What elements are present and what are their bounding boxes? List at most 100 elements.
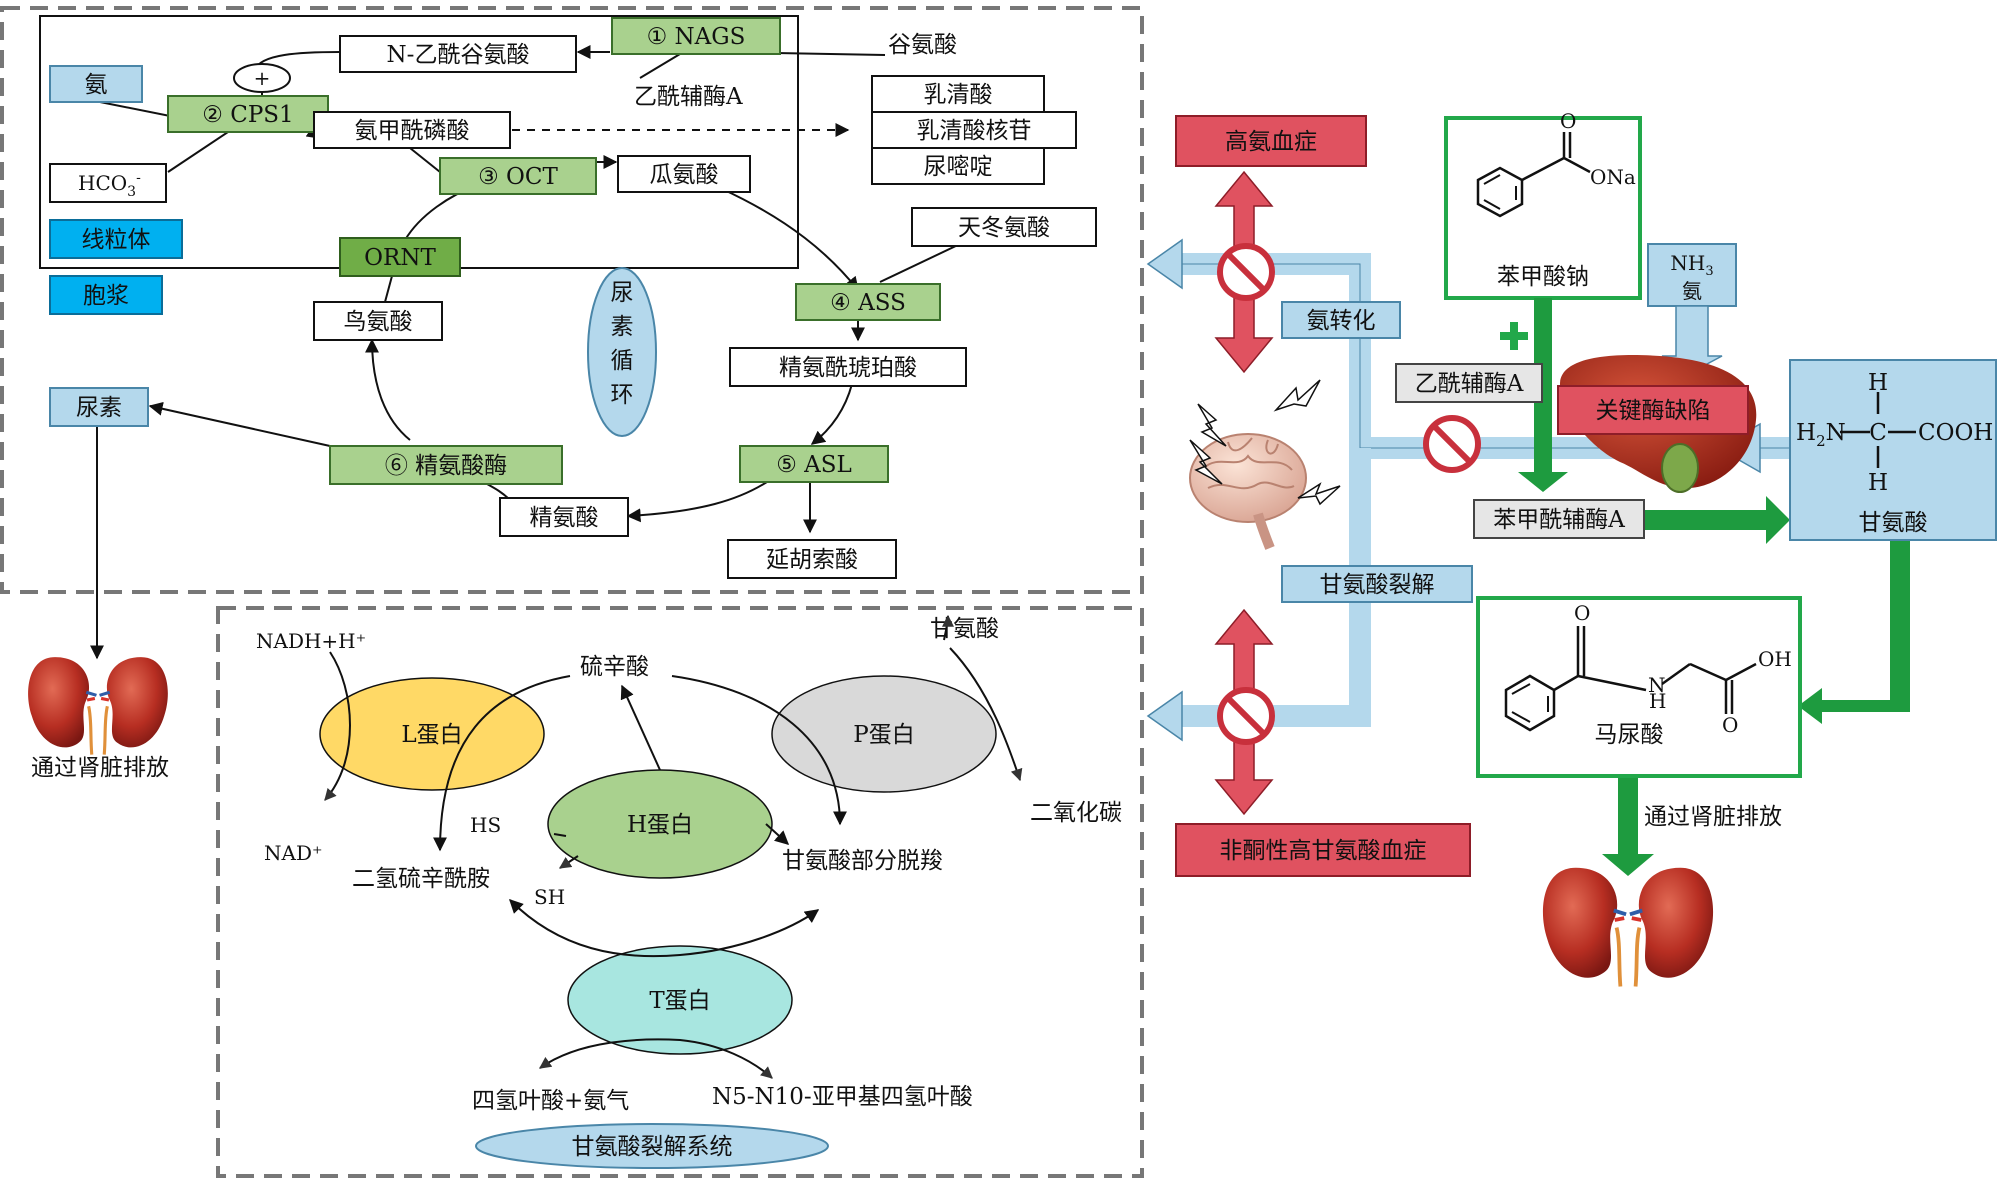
n-acetylglutamate-box: N-乙酰谷氨酸 — [339, 35, 577, 73]
hippuric-acid-frame — [1476, 596, 1802, 778]
urea-box: 尿素 — [49, 387, 149, 427]
aspartate-ass-line — [879, 243, 961, 283]
nadh-label: NADH+H⁺ — [256, 629, 366, 653]
h-sh-arrow — [559, 855, 579, 869]
p-protein-label: P蛋白 — [853, 722, 914, 748]
argininosuccinate-label: 精氨酰琥珀酸 — [779, 355, 917, 381]
t-cycle-arc — [509, 899, 820, 958]
benzoate-ona-label: ONa — [1590, 165, 1636, 189]
hippuric-o2: O — [1722, 713, 1738, 737]
kidney-icon — [26, 655, 170, 757]
lipoic-label: 硫辛酸 — [580, 654, 649, 680]
arginase-ornithine-arc — [365, 338, 411, 441]
fumarate-box: 延胡索酸 — [727, 539, 897, 579]
p-co2-arc — [949, 647, 1023, 782]
enzyme-arginase: ⑥ 精氨酸酶 — [329, 445, 563, 485]
gcs-glycine-label: 甘氨酸 — [930, 616, 999, 642]
hippuric-o1: O — [1574, 601, 1590, 625]
key-enzyme-defect-box: 关键酶缺陷 — [1557, 385, 1749, 435]
benzoyl-coa-box: 苯甲酰辅酶A — [1473, 499, 1645, 539]
svg-text:环: 环 — [611, 382, 634, 408]
enzyme-cps1: ② CPS1 — [167, 95, 329, 133]
mitochondria-tag: 线粒体 — [49, 219, 183, 259]
h-hs-line — [553, 833, 567, 837]
as-asl-arc — [810, 383, 853, 445]
orotic-acid-label: 乳清酸 — [924, 82, 993, 108]
gcs-title-ellipse — [475, 1123, 829, 1169]
urea-label: 尿素 — [76, 395, 122, 421]
nh3-label: NH3 — [1670, 251, 1713, 279]
hippuric-structure — [1504, 626, 1757, 732]
nh3-box: NH3 氨 — [1647, 243, 1737, 307]
lipoic-p-arc — [671, 675, 847, 826]
h-lipoic-arrow — [620, 684, 661, 771]
carbamoyl-phosphate-label: 氨甲酰磷酸 — [355, 118, 470, 144]
h-glyc-partial-arrow — [765, 823, 790, 845]
glycine-in-arrow — [941, 614, 954, 641]
nad-arc — [324, 651, 351, 801]
hs-label: HS — [470, 813, 501, 837]
hippuric-oh: OH — [1758, 647, 1792, 671]
cps1-label: ② CPS1 — [202, 102, 293, 128]
block-icon-acetylcoa — [1423, 415, 1481, 473]
nh3-cn-label: 氨 — [1682, 279, 1702, 303]
enzyme-asl: ⑤ ASL — [739, 445, 889, 483]
glycine-c: C — [1869, 420, 1887, 446]
ammonia-box: 氨 — [49, 65, 143, 103]
right-acetyl-coa-label: 乙酰辅酶A — [1415, 371, 1524, 397]
ammonia-pipe-arrowhead — [1146, 238, 1183, 290]
acetylcoa-nags-line — [639, 53, 681, 79]
block-icon-glycine — [1217, 687, 1275, 745]
mitochondria-label: 线粒体 — [82, 227, 151, 253]
lightning-icons — [1189, 379, 1341, 506]
hippuric-n: N — [1648, 673, 1666, 697]
glycine-cleavage-label: 甘氨酸裂解 — [1320, 572, 1435, 598]
plus-sign: + — [254, 66, 271, 90]
citrulline-label: 瓜氨酸 — [650, 162, 719, 188]
nkh-label: 非酮性高甘氨酸血症 — [1220, 838, 1427, 864]
brain-icon — [1189, 433, 1307, 550]
hippuric-h: H — [1649, 689, 1666, 713]
benzoate-structure — [1476, 132, 1591, 218]
ass-label: ④ ASS — [830, 290, 906, 316]
ornithine-ornt-line — [384, 275, 393, 303]
svg-text:循: 循 — [611, 348, 634, 374]
plus-activator: + — [233, 63, 291, 93]
acetyl-coa-label: 乙酰辅酶A — [634, 84, 743, 110]
green-plus-icon — [1500, 322, 1528, 350]
gcs-title: 甘氨酸裂解系统 — [572, 1134, 733, 1160]
benzoate-o-label: O — [1560, 109, 1576, 133]
right-glycine-label: 甘氨酸 — [1859, 510, 1928, 536]
gcs-frame — [216, 606, 1144, 1178]
glycine-hippuric-arrow — [1798, 540, 1910, 724]
urea-cycle-frame — [0, 6, 1144, 594]
glutamate-label: 谷氨酸 — [888, 32, 957, 58]
glycine-h-bottom: H — [1868, 470, 1888, 496]
arginine-box: 精氨酸 — [499, 497, 629, 537]
aspartate-label: 天冬氨酸 — [958, 215, 1050, 241]
hippuric-acid-label: 马尿酸 — [1595, 722, 1664, 748]
fumarate-label: 延胡索酸 — [766, 547, 858, 573]
arginase-label: ⑥ 精氨酸酶 — [385, 453, 507, 479]
dihydrolipo-label: 二氢硫辛酰胺 — [352, 866, 490, 892]
oct-label: ③ OCT — [478, 164, 558, 190]
left-kidney-caption: 通过肾脏排放 — [31, 755, 169, 781]
enzyme-oct: ③ OCT — [439, 157, 597, 195]
key-enzyme-defect-label: 关键酶缺陷 — [1596, 398, 1711, 424]
ammonia-conversion-label: 氨转化 — [1307, 308, 1376, 334]
glycine-cleavage-box: 甘氨酸裂解 — [1281, 565, 1473, 603]
ammonia-label: 氨 — [85, 72, 108, 98]
t-bottom-arc — [539, 1038, 773, 1079]
orotidine-box: 乳清酸核苷 — [871, 111, 1077, 149]
urea-cycle-name: 尿 素 循 环 — [587, 267, 657, 437]
glycine-pipe-arrowhead — [1146, 690, 1183, 742]
ornithine-label: 鸟氨酸 — [344, 309, 413, 335]
argininosuccinate-box: 精氨酰琥珀酸 — [729, 347, 967, 387]
glycine-partial-label: 甘氨酸部分脱羧 — [782, 848, 943, 874]
acetyl-coa-box: 乙酰辅酶A — [1395, 363, 1543, 403]
arginine-label: 精氨酸 — [530, 505, 599, 531]
lipoic-dihydro-arc — [433, 675, 571, 852]
right-kidney-caption: 通过肾脏排放 — [1644, 804, 1782, 830]
